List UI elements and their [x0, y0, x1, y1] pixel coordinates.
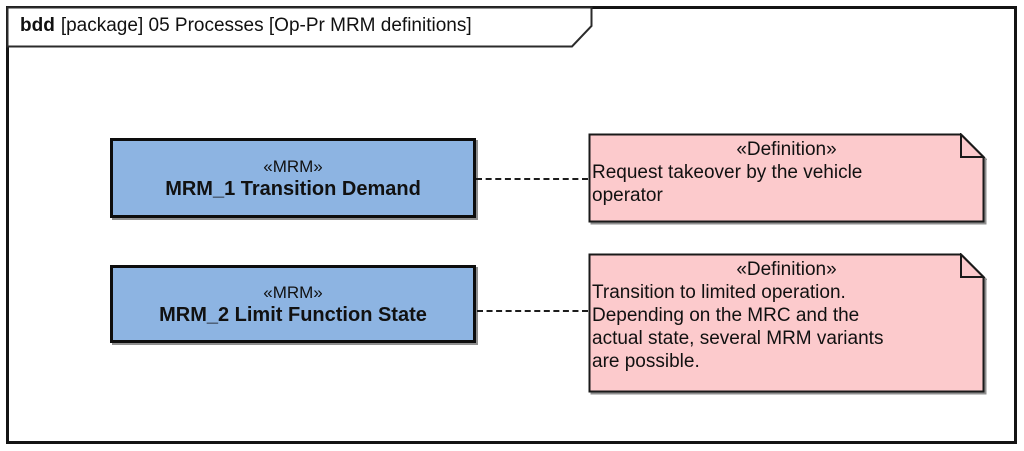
connector-mrm2-to-definition[interactable] — [477, 310, 588, 312]
frame-title-tab-shape — [6, 6, 593, 48]
block-name: MRM_2 Limit Function State — [159, 303, 427, 326]
note-body-shape — [588, 133, 985, 223]
connector-mrm1-to-definition[interactable] — [476, 178, 588, 180]
note-text: «Definition» Transition to limited opera… — [588, 253, 985, 393]
note-shape — [588, 133, 985, 223]
block-stereotype: «MRM» — [263, 282, 323, 302]
frame-title-keyword: bdd — [20, 15, 55, 36]
frame-title-tab — [6, 6, 593, 48]
frame-title: bdd[package] 05 Processes [Op-Pr MRM def… — [20, 13, 580, 39]
note-line: Depending on the MRC and the — [592, 305, 860, 326]
block-mrm1-transition-demand[interactable]: «MRM» MRM_1 Transition Demand — [110, 138, 476, 218]
note-stereotype: «Definition» — [736, 139, 837, 160]
note-line: Transition to limited operation. — [592, 282, 846, 303]
note-line: are possible. — [592, 351, 700, 372]
note-stereotype: «Definition» — [736, 259, 837, 280]
note-fold-corner-icon — [960, 253, 985, 278]
note-line: actual state, several MRM variants — [592, 328, 884, 349]
frame-title-rest: [package] 05 Processes [Op-Pr MRM defini… — [60, 15, 472, 36]
block-name: MRM_1 Transition Demand — [165, 177, 421, 200]
note-text: «Definition» Request takeover by the veh… — [588, 133, 985, 223]
note-shape — [588, 253, 985, 393]
block-stereotype: «MRM» — [263, 156, 323, 176]
note-fold-corner-icon — [960, 133, 985, 158]
note-definition-mrm1[interactable]: «Definition» Request takeover by the veh… — [588, 133, 985, 223]
note-line: operator — [592, 185, 663, 206]
note-line: Request takeover by the vehicle — [592, 162, 863, 183]
note-definition-mrm2[interactable]: «Definition» Transition to limited opera… — [588, 253, 985, 393]
note-body-shape — [588, 253, 985, 393]
block-mrm2-limit-function-state[interactable]: «MRM» MRM_2 Limit Function State — [110, 265, 476, 343]
